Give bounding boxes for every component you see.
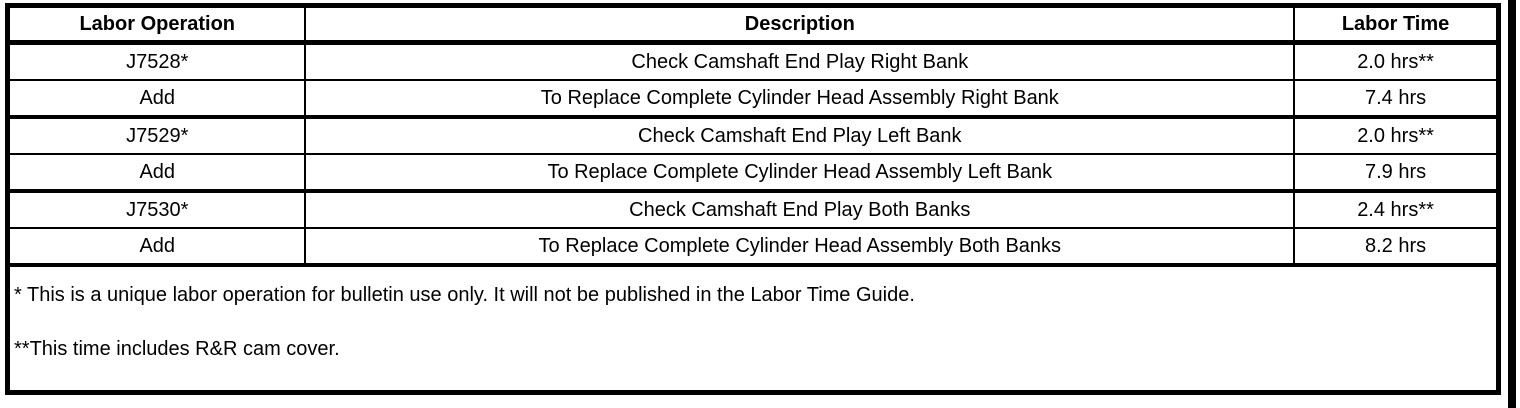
labor-operation-cell: Add: [7, 79, 307, 119]
column-header-description: Description: [305, 5, 1296, 45]
labor-time-table: Labor Operation Description Labor Time J…: [5, 3, 1501, 395]
description-cell: Check Camshaft End Play Both Banks: [305, 190, 1296, 229]
table-row: Add To Replace Complete Cylinder Head As…: [7, 153, 1499, 193]
labor-time-cell: 2.0 hrs**: [1294, 116, 1499, 155]
column-header-labor-operation: Labor Operation: [7, 5, 307, 45]
table-row: Add To Replace Complete Cylinder Head As…: [7, 227, 1499, 267]
labor-time-cell: 7.9 hrs: [1294, 153, 1499, 193]
labor-operation-cell: Add: [7, 153, 307, 193]
labor-operation-cell: J7530*: [7, 190, 307, 229]
labor-time-cell: 2.4 hrs**: [1294, 190, 1499, 229]
description-cell: Check Camshaft End Play Right Bank: [305, 42, 1296, 81]
labor-time-cell: 8.2 hrs: [1294, 227, 1499, 267]
description-cell: To Replace Complete Cylinder Head Assemb…: [305, 153, 1296, 193]
labor-time-cell: 2.0 hrs**: [1294, 42, 1499, 81]
table-row: Add To Replace Complete Cylinder Head As…: [7, 79, 1499, 119]
description-cell: To Replace Complete Cylinder Head Assemb…: [305, 227, 1296, 267]
labor-operation-cell: Add: [7, 227, 307, 267]
footnotes-cell: * This is a unique labor operation for b…: [8, 265, 1499, 393]
column-header-labor-time: Labor Time: [1294, 5, 1499, 45]
table-row: J7528* Check Camshaft End Play Right Ban…: [7, 42, 1499, 81]
description-cell: To Replace Complete Cylinder Head Assemb…: [305, 79, 1296, 119]
table-row: J7530* Check Camshaft End Play Both Bank…: [7, 190, 1499, 229]
labor-time-cell: 7.4 hrs: [1294, 79, 1499, 119]
footnote-unique-labor-op: * This is a unique labor operation for b…: [14, 283, 915, 306]
labor-operation-cell: J7528*: [7, 42, 307, 81]
footnotes-row: * This is a unique labor operation for b…: [8, 265, 1499, 393]
footnote-rr-cam-cover: **This time includes R&R cam cover.: [14, 337, 340, 360]
table-row: J7529* Check Camshaft End Play Left Bank…: [7, 116, 1499, 155]
page-frame-right-edge: [1508, 0, 1516, 408]
description-cell: Check Camshaft End Play Left Bank: [305, 116, 1296, 155]
labor-operation-cell: J7529*: [7, 116, 307, 155]
table-header-row: Labor Operation Description Labor Time: [7, 5, 1499, 45]
